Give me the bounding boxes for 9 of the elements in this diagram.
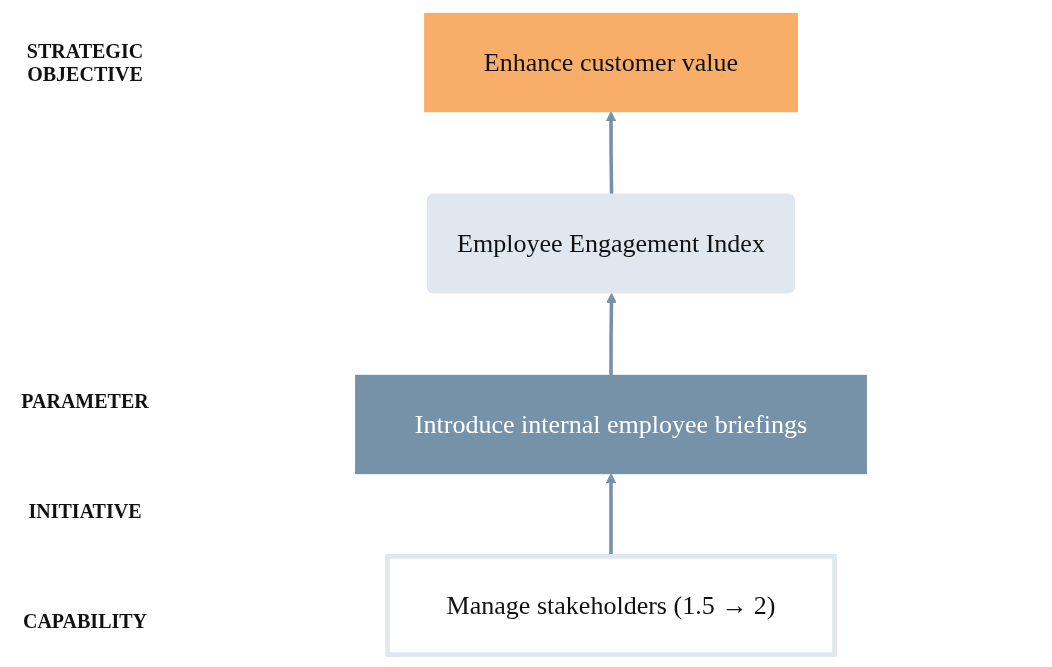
node-box: Enhance customer value — [424, 12, 798, 112]
node-box: Introduce internal employee briefings — [355, 374, 867, 474]
row-label: PARAMETER — [20, 390, 150, 413]
row-label: INITIATIVE — [27, 500, 143, 523]
node-box: Manage stakeholders (1.5 → 2) — [385, 553, 837, 657]
arrow — [605, 110, 617, 195]
row-label: STRATEGIC OBJECTIVE — [25, 40, 145, 86]
arrow — [606, 292, 617, 375]
row-label: CAPABILITY — [21, 610, 149, 633]
